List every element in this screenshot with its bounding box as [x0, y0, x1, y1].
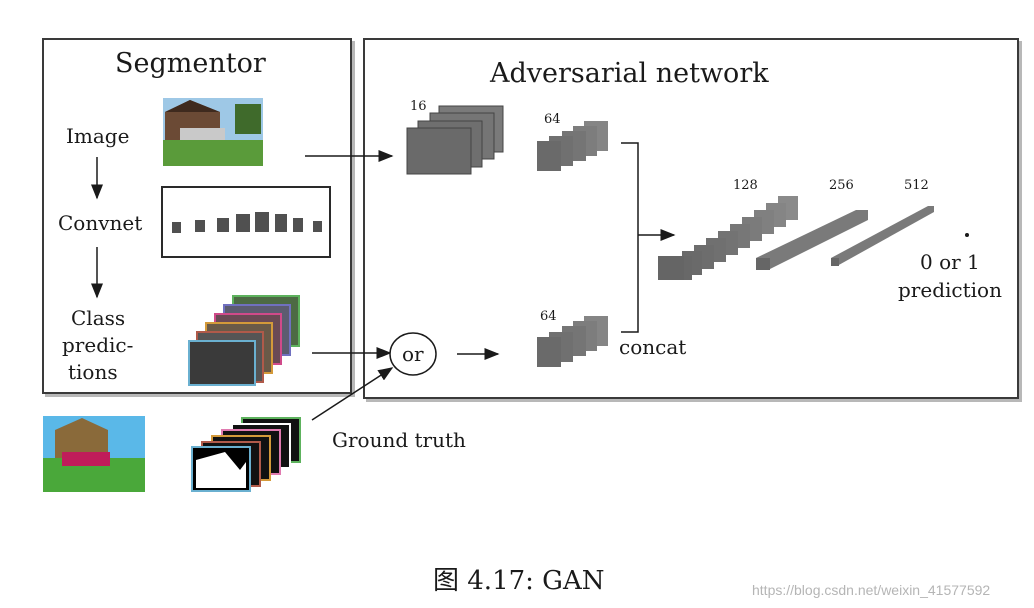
output-label-line2: prediction: [898, 278, 1002, 302]
segmentor-title: Segmentor: [115, 48, 266, 79]
conv-128-block: [658, 196, 798, 280]
conv-256-block: [756, 210, 868, 270]
conv-64-lower-block: [537, 316, 608, 367]
size-128-label: 128: [733, 178, 758, 193]
conv-16-block: [406, 105, 504, 175]
class-label-line1: Class: [71, 306, 126, 330]
or-label: or: [402, 342, 424, 366]
size-64-upper-label: 64: [544, 112, 561, 127]
class-predictions-stack: [188, 295, 300, 386]
conv-512-block: [831, 206, 934, 266]
figure-caption: 图 4.17: GAN: [433, 566, 605, 596]
size-512-label: 512: [904, 178, 929, 193]
output-dot: [965, 233, 969, 237]
ground-truth-label: Ground truth: [332, 428, 466, 452]
size-256-label: 256: [829, 178, 854, 193]
or-node: [389, 332, 437, 376]
conv-64-upper-block: [537, 121, 608, 171]
input-photo: [163, 98, 263, 166]
convnet-blocks: [172, 212, 322, 233]
size-16-label: 16: [410, 99, 427, 114]
convnet-label: Convnet: [58, 211, 143, 235]
concat-label: concat: [619, 335, 687, 359]
watermark: https://blog.csdn.net/weixin_41577592: [752, 582, 991, 598]
ground-truth-image: [43, 416, 145, 492]
output-label-line1: 0 or 1: [920, 250, 980, 274]
image-label: Image: [66, 124, 130, 148]
ground-truth-stack: [191, 417, 301, 492]
size-64-lower-label: 64: [540, 309, 557, 324]
class-label-line3: tions: [68, 360, 118, 384]
adversarial-title: Adversarial network: [490, 58, 769, 89]
class-label-line2: predic-: [62, 333, 134, 357]
